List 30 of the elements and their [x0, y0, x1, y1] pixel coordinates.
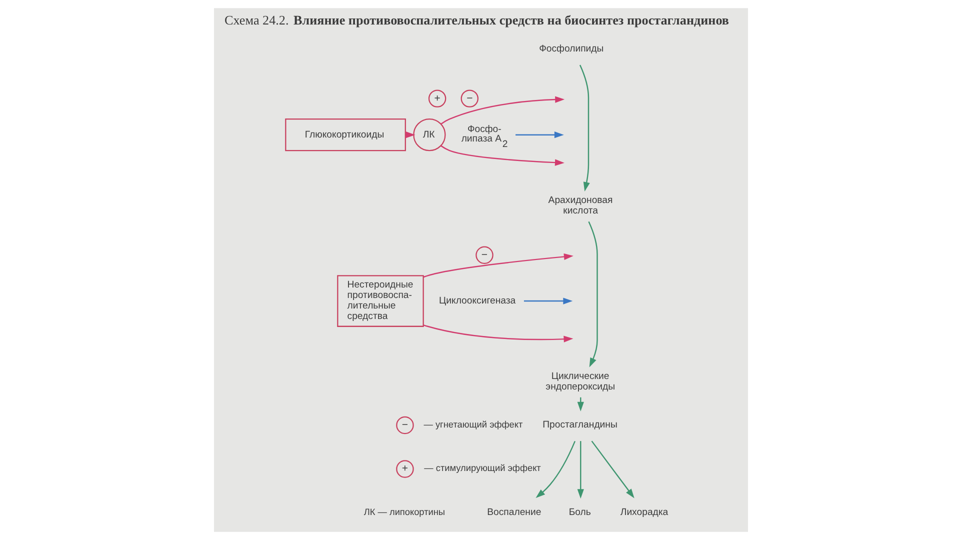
node-text: Простагландины	[542, 420, 617, 431]
arrow	[440, 145, 564, 166]
node-text: Воспаление	[486, 507, 541, 518]
node-circle: +	[396, 460, 414, 478]
legend-label: — угнетающий эффект	[423, 419, 522, 430]
legend-label: — стимулирующий эффект	[424, 463, 540, 474]
arrow	[440, 96, 564, 124]
node-circle: −	[396, 416, 414, 434]
node-text: Фосфолипиды	[538, 44, 604, 55]
arrow	[422, 324, 573, 342]
node-text: Лихорадка	[620, 507, 668, 518]
node-text: Циклические эндопероксиды	[545, 370, 615, 392]
node-text: Арахидоновая кислота	[548, 194, 612, 216]
node-box: Нестероидные противовоспа- лительные средства	[336, 275, 424, 327]
node-circle: ЛК	[412, 118, 446, 152]
arrow	[590, 440, 634, 498]
legend-label: ЛК — липокортины	[363, 506, 445, 517]
arrow	[578, 64, 590, 192]
arrow	[588, 221, 598, 368]
node-circle: +	[428, 90, 446, 108]
arrow	[535, 440, 576, 498]
node-circle: −	[475, 246, 493, 264]
node-text: Циклооксигеназа	[438, 295, 516, 306]
arrow	[523, 298, 572, 304]
arrow	[515, 132, 564, 138]
arrow	[422, 253, 573, 278]
node-text: Боль	[568, 507, 590, 518]
diagram-title: Схема 24.2. Влияние противовоспалительных средств на биосинтез простагландинов	[224, 12, 728, 28]
arrow	[576, 441, 584, 499]
node-circle: −	[460, 90, 478, 108]
